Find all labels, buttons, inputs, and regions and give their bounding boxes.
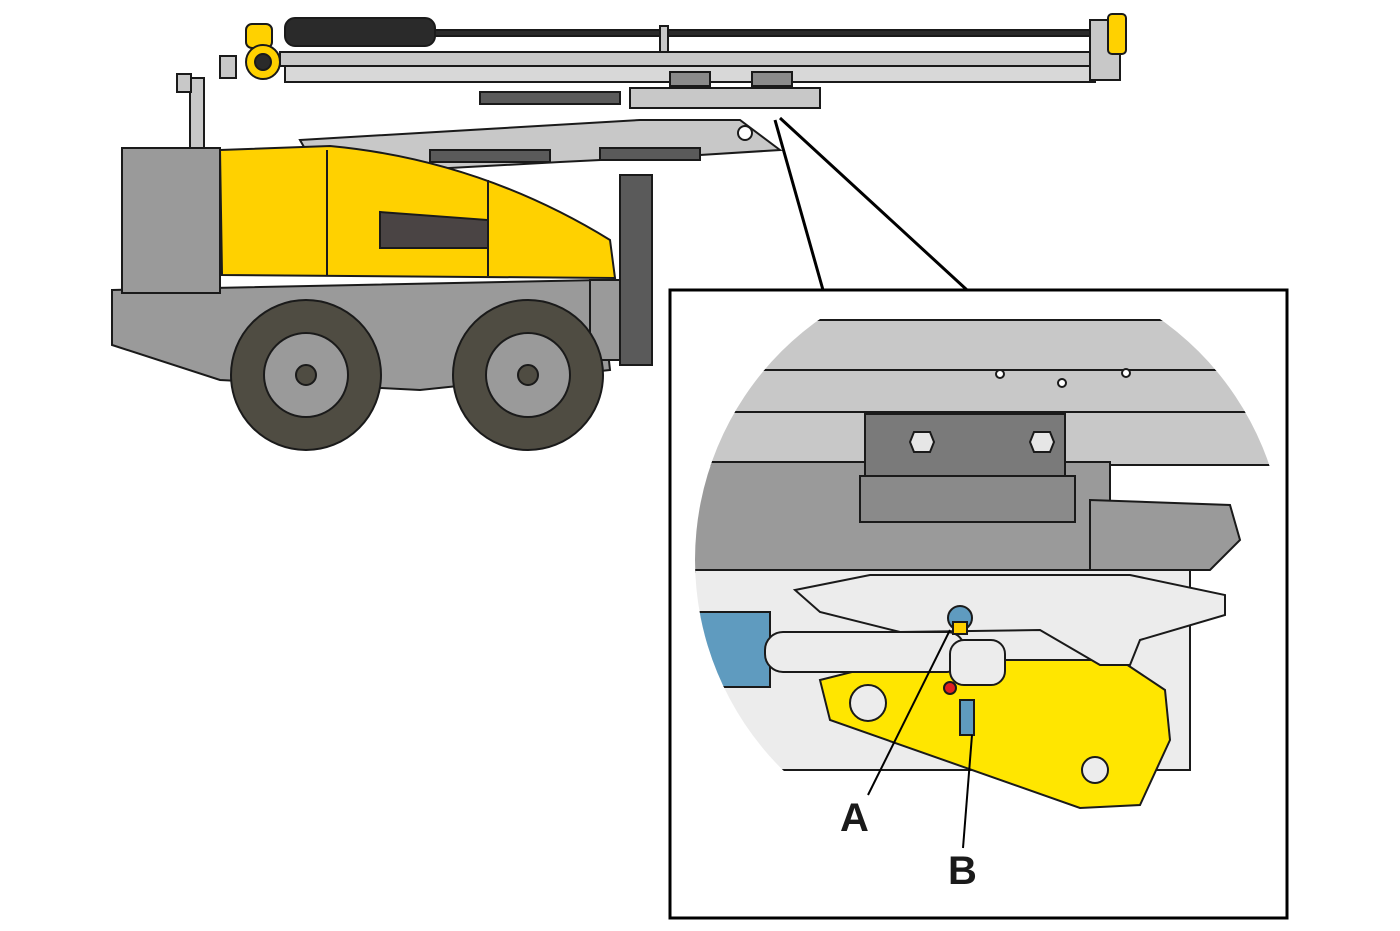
feed-beam	[279, 13, 1127, 109]
rotation-unit	[245, 23, 281, 80]
detail-view	[695, 319, 1285, 810]
rear-wheel	[452, 299, 604, 451]
cab-post	[176, 55, 237, 149]
callout-label-b: B	[948, 849, 977, 893]
callout-lines	[867, 629, 973, 849]
callout-label-a: A	[840, 796, 869, 840]
front-wheel	[230, 299, 382, 451]
